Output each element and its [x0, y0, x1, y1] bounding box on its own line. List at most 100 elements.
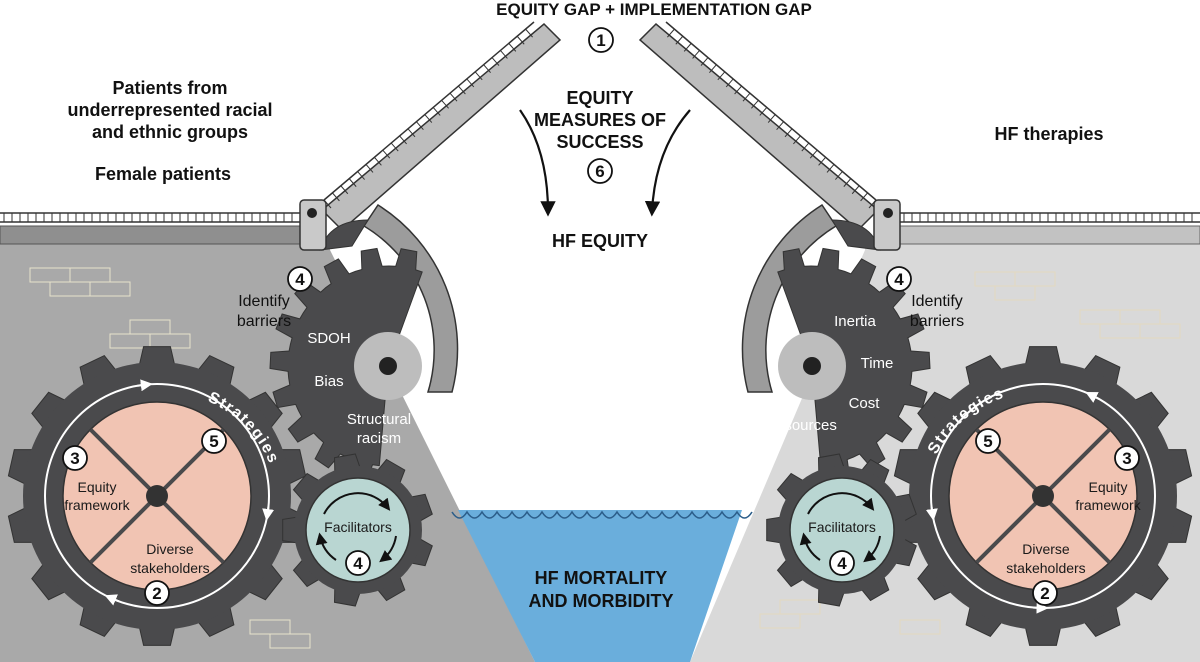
bridge-tick [683, 43, 692, 52]
svg-text:Female patients: Female patients [95, 164, 231, 184]
bridge-tick [424, 114, 433, 123]
svg-text:Identify: Identify [238, 293, 290, 310]
svg-text:3: 3 [70, 449, 79, 468]
left-badge-3: 3 [62, 445, 88, 471]
bridge-tick [525, 28, 533, 38]
bridge-tick [374, 156, 382, 166]
svg-text:HF MORTALITY: HF MORTALITY [535, 568, 668, 588]
bridge-tick [458, 85, 466, 95]
right-facilitators: Facilitators 4 [808, 519, 876, 576]
right-wheel-labels: Equity framework Diverse stakeholders [1006, 479, 1141, 576]
svg-text:Diverse: Diverse [146, 541, 194, 557]
bridge-tick [390, 142, 399, 152]
left-arm [299, 199, 459, 393]
svg-text:Identify: Identify [911, 293, 963, 310]
bridge-tick [416, 121, 424, 131]
svg-text:MEASURES OF: MEASURES OF [534, 110, 666, 130]
hf-therapies-label: HF therapies [994, 124, 1103, 144]
barrier-gear-pin [379, 357, 397, 375]
svg-text:and ethnic groups: and ethnic groups [92, 122, 248, 142]
left-success-arrow [519, 109, 556, 217]
wheel-hub [146, 485, 168, 507]
svg-text:SDOH: SDOH [307, 330, 350, 347]
bridge-tick [818, 156, 826, 166]
bridge-tick [399, 135, 407, 145]
railing-ticks [3, 213, 1193, 222]
bridge-tick [382, 149, 391, 159]
orbit-arrow [262, 505, 275, 521]
svg-text:AND MORBIDITY: AND MORBIDITY [529, 591, 674, 611]
barrier-gear-pin [803, 357, 821, 375]
bridge-tick [675, 35, 684, 45]
bridge-tick [717, 71, 726, 81]
orbit-arrow [104, 594, 120, 606]
bridge-tick [491, 57, 500, 66]
svg-text:2: 2 [152, 584, 161, 603]
left-drawbridge [320, 21, 562, 232]
svg-text:Patients from: Patients from [112, 78, 227, 98]
wheel-hub [1032, 485, 1054, 507]
cycle-arrow [315, 532, 337, 561]
svg-text:EQUITY: EQUITY [566, 88, 633, 108]
number-badge-6: 6 [587, 158, 613, 184]
right-badge-5: 5 [975, 428, 1001, 454]
left-identify-barriers: 4 Identify barriers [237, 266, 313, 330]
bridge-tick [843, 178, 852, 187]
svg-text:Inertia: Inertia [834, 313, 876, 330]
bridge-tick [449, 92, 458, 102]
right-barrier-gear [777, 247, 931, 483]
bridge-tick [466, 78, 475, 88]
svg-text:4: 4 [295, 270, 305, 289]
svg-text:Equity: Equity [78, 479, 117, 495]
cycle-arrow [323, 492, 391, 515]
right-identify-barriers: 4 Identify barriers [886, 266, 964, 330]
bridge-tick [860, 192, 868, 202]
svg-text:5: 5 [983, 432, 992, 451]
hf-equity-label: HF EQUITY [552, 231, 648, 251]
bridge-tick [508, 43, 517, 52]
bridge-tick [441, 99, 449, 109]
svg-text:Structural: Structural [347, 411, 411, 428]
svg-text:4: 4 [894, 270, 904, 289]
bridge-tick [793, 135, 801, 145]
right-badge-3: 3 [1114, 445, 1140, 471]
svg-text:barriers: barriers [910, 313, 964, 330]
bridge-tick [432, 107, 441, 116]
equity-measures-label: EQUITY MEASURES OF SUCCESS [534, 88, 666, 152]
cycle-arrow [799, 532, 821, 561]
svg-text:stakeholders: stakeholders [1006, 560, 1085, 576]
cycle-arrow [379, 535, 397, 563]
bridge-tick [483, 64, 491, 74]
number-badge-1: 1 [588, 27, 614, 53]
svg-text:Equity: Equity [1089, 479, 1128, 495]
svg-text:framework: framework [1075, 497, 1141, 513]
right-strategy-gear [893, 346, 1193, 646]
bridge-tick [407, 128, 416, 138]
left-wheel-labels: Equity framework Diverse stakeholders [64, 479, 209, 576]
strategy-orbit [44, 383, 270, 609]
bridge-tick [809, 149, 818, 159]
svg-text:3: 3 [1122, 449, 1131, 468]
left-population-label: Patients from underrepresented racial an… [67, 78, 272, 184]
svg-text:Facilitators: Facilitators [808, 519, 876, 535]
svg-text:framework: framework [64, 497, 130, 513]
bridge-tick [801, 142, 810, 152]
svg-text:2: 2 [1040, 584, 1049, 603]
svg-text:4: 4 [353, 554, 363, 573]
svg-text:Cost: Cost [849, 395, 881, 412]
bridge-tick [709, 64, 717, 74]
svg-text:barriers: barriers [237, 313, 291, 330]
bridge-tick [332, 192, 340, 202]
bridge-tick [667, 28, 675, 38]
bridge-tick [357, 171, 365, 180]
bridge-tick [692, 50, 700, 59]
bridge-tick [826, 164, 835, 173]
bridge-tick [725, 78, 734, 88]
right-barrier-list: Inertia Time Cost Resources [765, 313, 893, 434]
bridge-tick [767, 114, 776, 123]
right-facilitator-gear [766, 453, 917, 607]
svg-text:Bias: Bias [314, 373, 343, 390]
left-barrier-list: SDOH Bias Structural racism [307, 330, 411, 447]
